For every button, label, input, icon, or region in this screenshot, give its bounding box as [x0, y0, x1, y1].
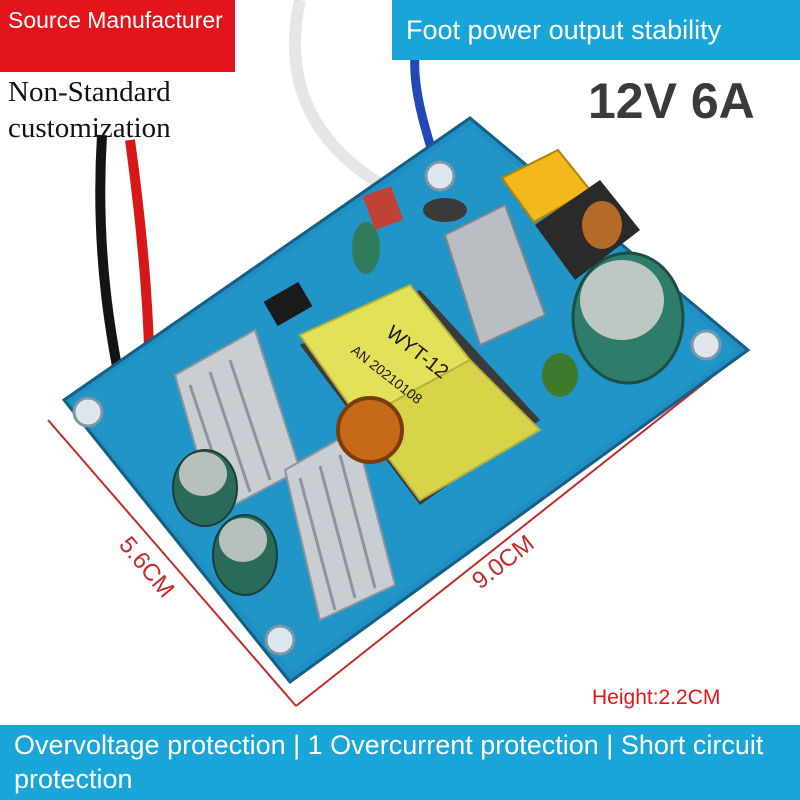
width-dimension-line	[295, 349, 747, 707]
stability-banner: Foot power output stability	[392, 0, 800, 60]
capacitor-large	[571, 251, 685, 385]
transformer: WYT-12 AN 20210108	[298, 283, 542, 505]
heatsink-right	[283, 428, 397, 622]
thermistor	[423, 198, 467, 222]
voltage-current-spec: 12V 6A	[588, 73, 755, 129]
customization-label: Non-Standard customization	[8, 76, 171, 144]
depth-label: 5.6CM	[113, 532, 179, 604]
product-photo: WYT-12 AN 20210108 5.6CM 9.0CM	[47, 0, 751, 707]
protection-text: Overvoltage protection | 1 Overcurrent p…	[14, 730, 764, 794]
common-mode-choke	[535, 180, 640, 280]
heatsink-top	[443, 203, 547, 347]
height-label: Height:2.2CM	[592, 686, 721, 709]
white-wire	[288, 0, 393, 196]
capacitor-small-1	[172, 449, 238, 527]
fuse-red	[362, 185, 404, 231]
green-cap	[542, 353, 578, 397]
stability-text: Foot power output stability	[406, 15, 722, 45]
depth-dimension-line	[47, 419, 297, 707]
optocoupler	[263, 281, 313, 327]
source-manufacturer-text: Source Manufacturer	[8, 7, 223, 33]
protection-footer: Overvoltage protection | 1 Overcurrent p…	[0, 725, 800, 800]
source-manufacturer-badge: Source Manufacturer	[0, 0, 235, 72]
capacitor-small-2	[212, 514, 278, 596]
capacitor-tiny	[352, 222, 380, 274]
